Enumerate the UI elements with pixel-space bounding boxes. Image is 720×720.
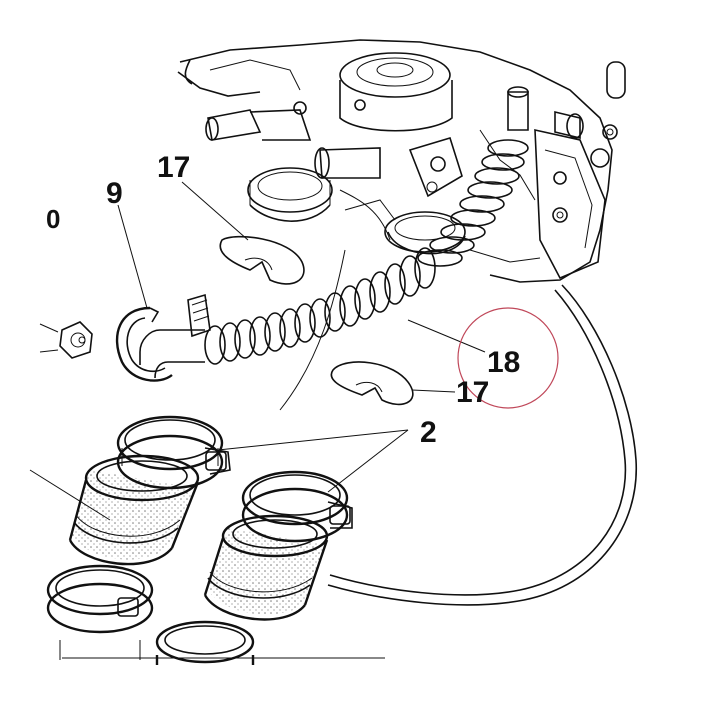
callout-2: 2 [420,416,437,449]
highlight-circle [457,307,559,409]
nut-part [39,321,93,359]
hose-clamp-2-left [116,415,231,490]
vent-hose [29,249,637,606]
callout-9: 9 [106,177,123,210]
callout-edge-left: 0 [46,204,60,234]
washer-17-upper [219,235,305,285]
callout-17-top: 17 [157,151,190,184]
washer-17-lower [330,361,414,406]
hose-coils-middle [204,247,436,365]
rubber-sleeve-left [68,454,200,566]
hose-coils-upper [417,139,529,267]
hose-clamp-lower-right [155,620,255,665]
hose-18 [139,139,529,379]
hose-clamp-lower-left [46,564,154,660]
callout-18: 18 [487,346,520,379]
callout-17-mid: 17 [456,376,489,409]
clip-9 [115,306,173,382]
leader-lines [117,181,486,493]
hose-clamp-2-right [241,470,353,543]
carburettor-assembly [177,39,626,283]
rubber-sleeve-right [203,514,329,621]
